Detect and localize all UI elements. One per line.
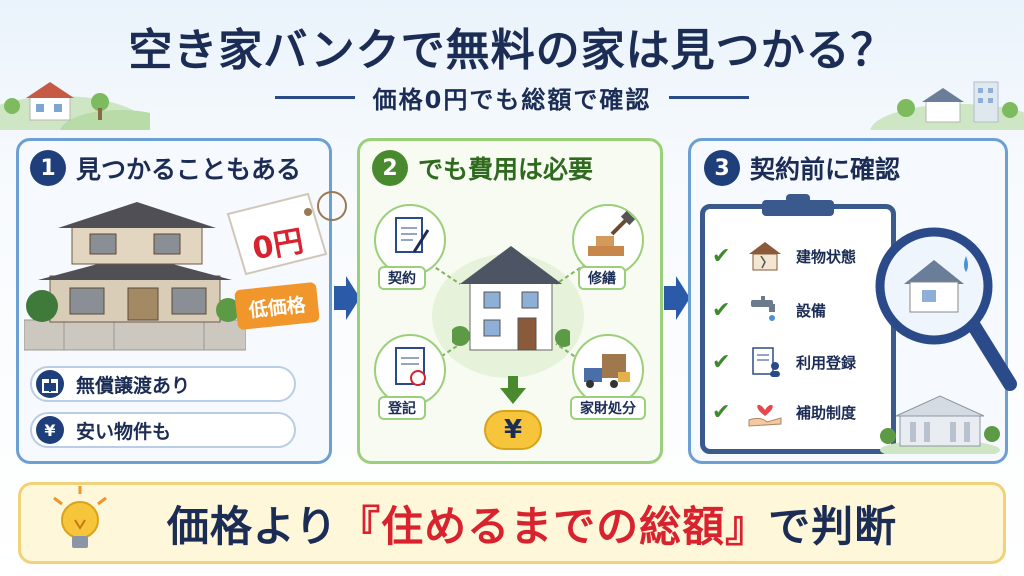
subtitle-line-left xyxy=(274,95,355,99)
subtitle-row: 価格0円でも総額で確認 xyxy=(0,80,1024,114)
panel-1-heading: 1 見つかることもある xyxy=(30,150,301,186)
yen-coin: ¥ xyxy=(484,410,542,450)
checkmark-icon: ✔ xyxy=(712,399,731,425)
damaged-house-icon xyxy=(744,238,786,274)
faucet-icon xyxy=(744,292,786,328)
pill-label: 無償譲渡あり xyxy=(76,374,191,397)
check-item-subsidy: ✔ 補助制度 xyxy=(712,392,856,432)
heart-hand-icon xyxy=(744,394,786,430)
conclusion-after: で判断 xyxy=(768,501,898,551)
repair-icon xyxy=(572,204,644,276)
zero-yen-tag: 0円 xyxy=(249,223,307,268)
user-document-icon xyxy=(744,344,786,380)
check-item-equipment: ✔ 設備 xyxy=(712,290,826,330)
yen-icon: ¥ xyxy=(36,416,64,444)
checkmark-icon: ✔ xyxy=(712,243,731,269)
check-label: 設備 xyxy=(796,301,827,320)
step-number-2: 2 xyxy=(372,150,408,186)
low-price-tag: 低価格 xyxy=(234,281,320,331)
gift-icon xyxy=(36,370,64,398)
check-label: 利用登録 xyxy=(796,353,857,372)
old-house-illustration xyxy=(24,202,246,351)
checklist-clipboard xyxy=(700,204,896,454)
clipboard-clip xyxy=(762,194,834,216)
checkmark-icon: ✔ xyxy=(712,297,731,323)
conclusion-banner: 価格より 『住めるまでの総額』 で判断 xyxy=(18,482,1006,564)
pill-cheap-property: ¥ 安い物件も xyxy=(30,412,296,448)
pill-label: 安い物件も xyxy=(76,420,172,443)
page-subtitle: 価格0円でも総額で確認 xyxy=(372,85,652,114)
pill-free-transfer: 無償譲渡あり xyxy=(30,366,296,402)
conclusion-before: 価格より xyxy=(166,501,339,551)
panel-3-title: 契約前に確認 xyxy=(750,155,901,184)
arrow-down-icon xyxy=(500,376,526,404)
panel-1-title: 見つかることもある xyxy=(76,155,302,184)
city-hall-illustration xyxy=(880,395,1000,454)
registration-icon xyxy=(374,334,446,406)
lightbulb-icon xyxy=(53,486,107,548)
cost-label-repair: 修繕 xyxy=(578,266,626,290)
check-item-building: ✔ 建物状態 xyxy=(712,236,856,276)
checkmark-icon: ✔ xyxy=(712,349,731,375)
panel-2-heading: 2 でも費用は必要 xyxy=(372,150,593,186)
check-item-registration: ✔ 利用登録 xyxy=(712,342,856,382)
magnifier-icon xyxy=(875,227,1017,391)
subtitle-line-right xyxy=(669,95,750,99)
cost-label-disposal: 家財処分 xyxy=(570,396,646,420)
arrow-right-icon xyxy=(334,276,360,320)
right-landscape-illustration xyxy=(870,81,1024,130)
check-label: 補助制度 xyxy=(796,403,857,422)
step-number-1: 1 xyxy=(30,150,66,186)
panel-2-title: でも費用は必要 xyxy=(418,155,594,184)
cost-label-registration: 登記 xyxy=(378,396,426,420)
left-landscape-illustration xyxy=(0,82,150,130)
panel-3-heading: 3 契約前に確認 xyxy=(704,150,900,186)
price-tag-illustration xyxy=(226,191,347,276)
step-number-3: 3 xyxy=(704,150,740,186)
cost-label-contract: 契約 xyxy=(378,266,426,290)
contract-icon xyxy=(374,204,446,276)
arrow-right-icon xyxy=(664,276,690,320)
conclusion-highlight: 『住めるまでの総額』 xyxy=(338,501,769,551)
new-house-illustration xyxy=(452,246,570,351)
check-label: 建物状態 xyxy=(796,247,857,266)
page-title: 空き家バンクで無料の家は見つかる？ xyxy=(128,25,896,76)
